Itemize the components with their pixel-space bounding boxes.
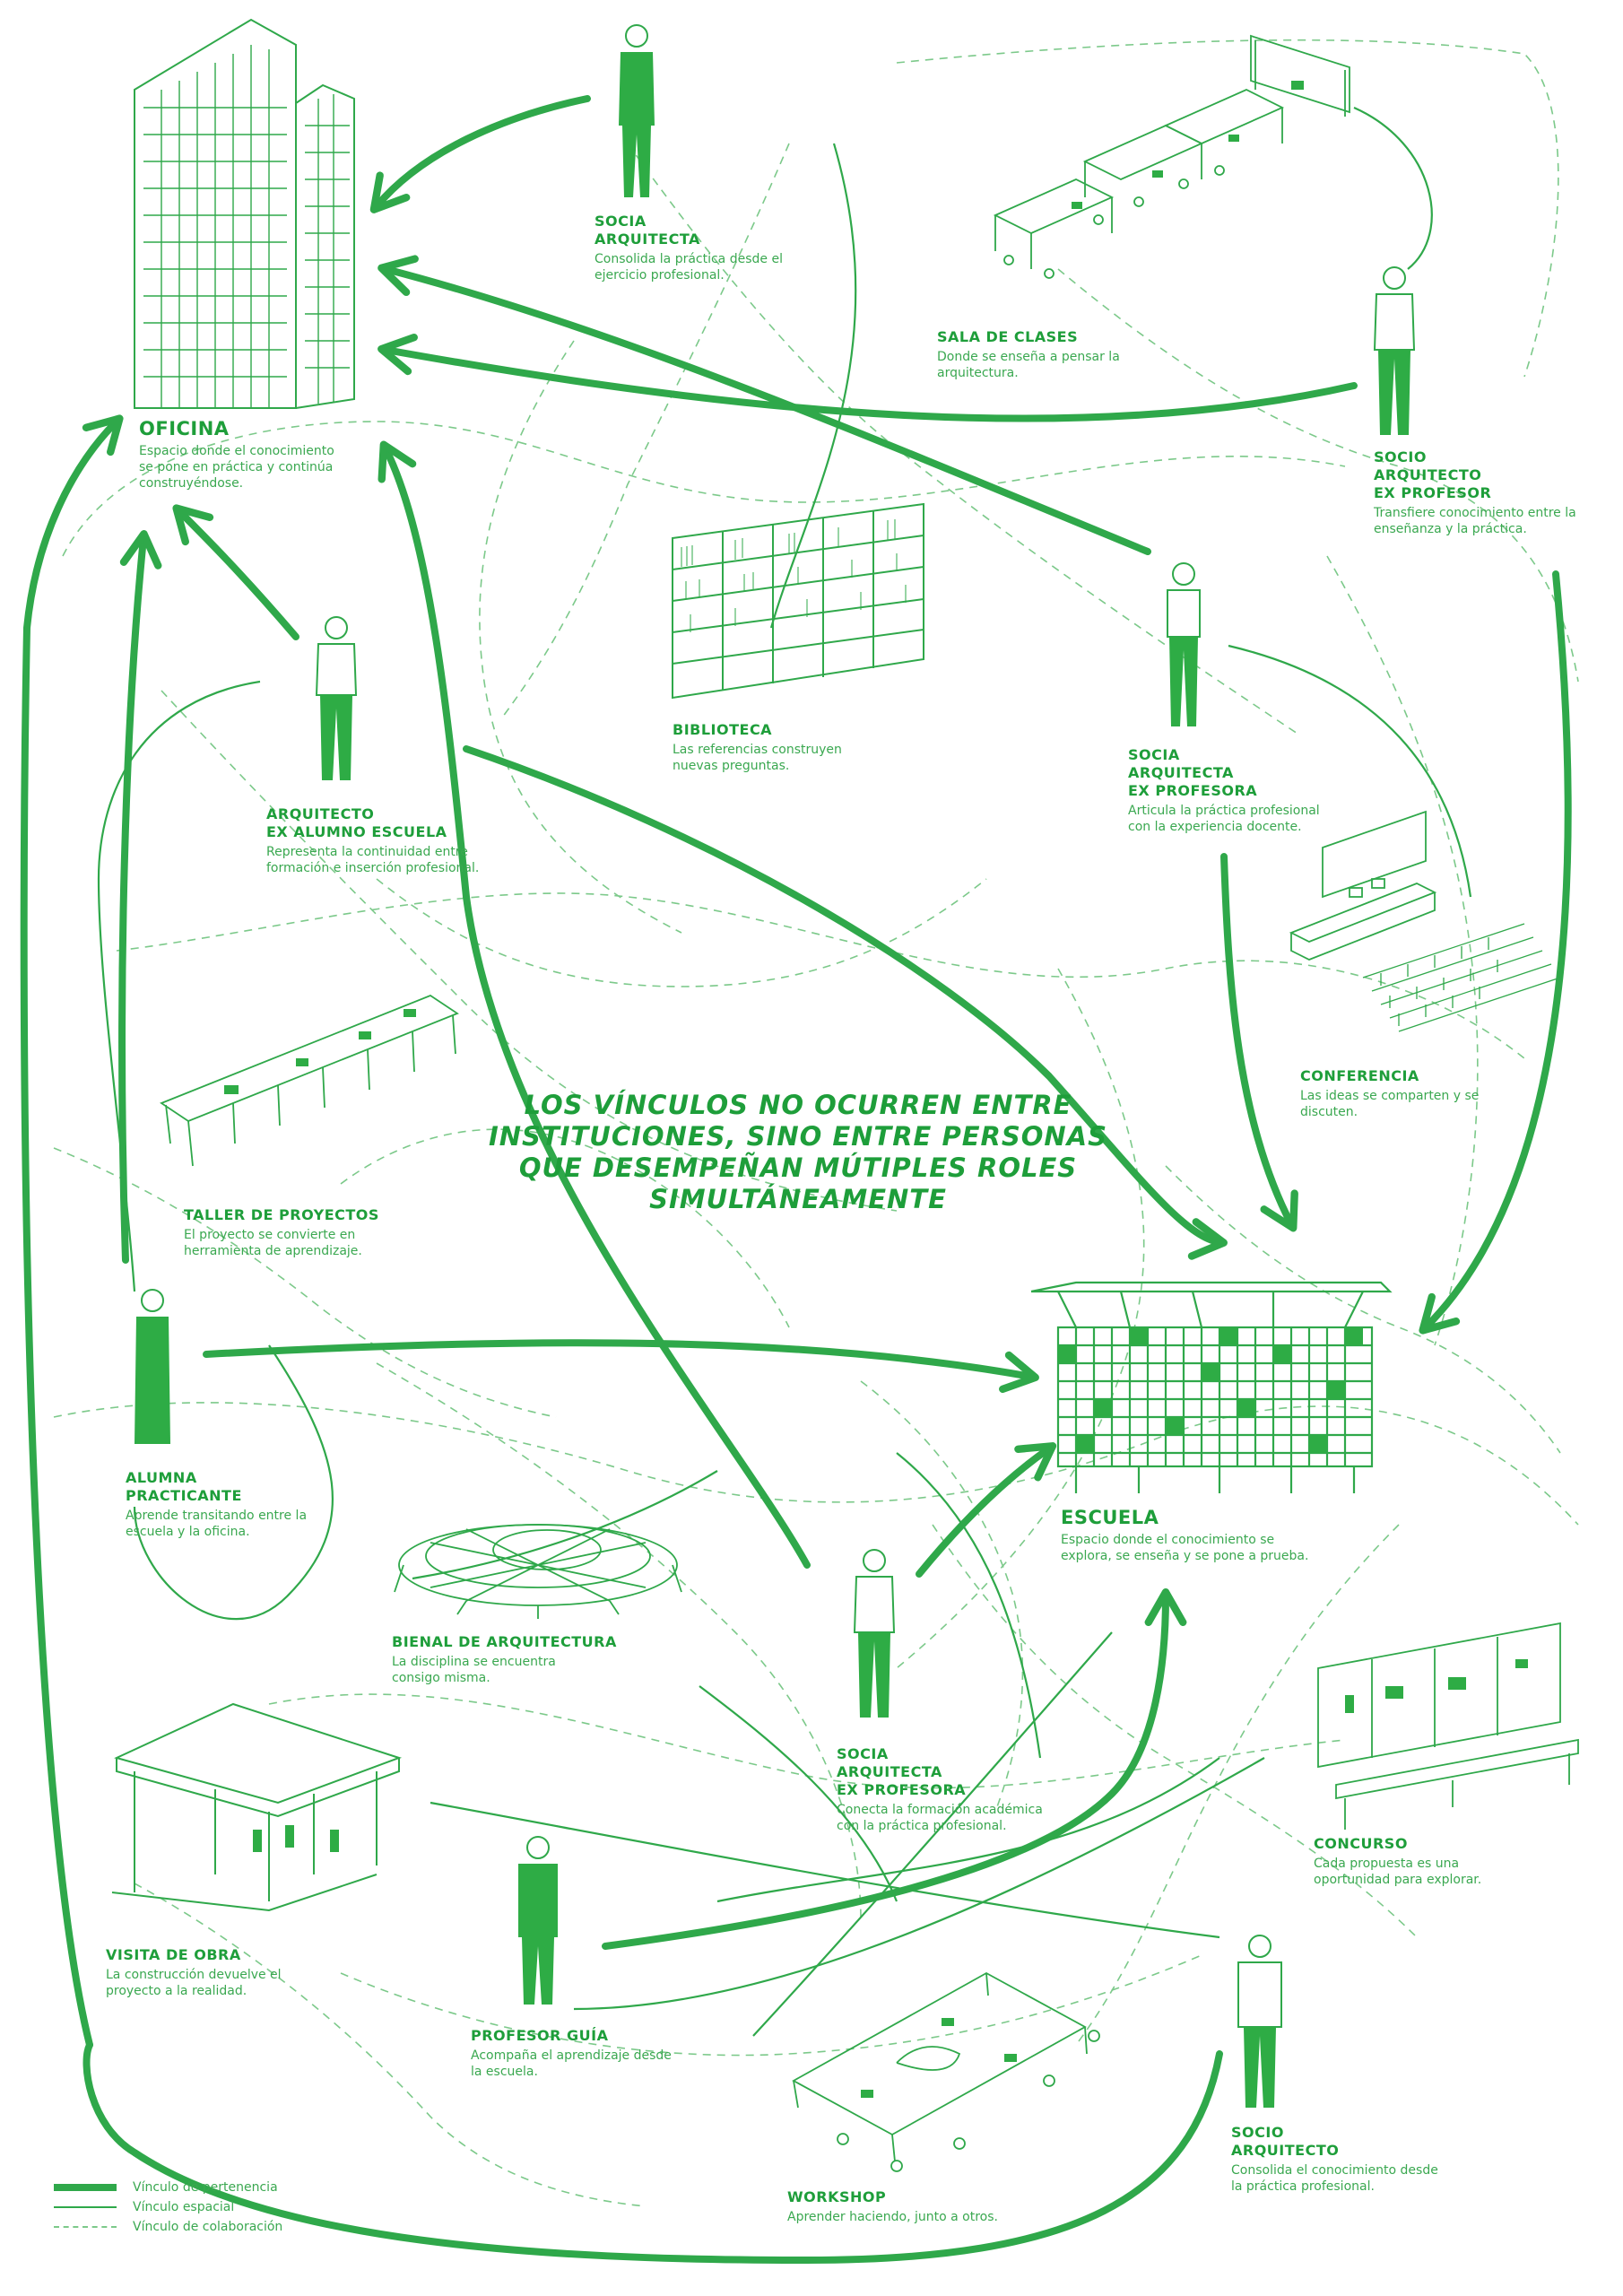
person-profesor-guia-figure <box>518 1836 558 2005</box>
socia-ex-profesora-2-title: SOCIA ARQUITECTA EX PROFESORA <box>837 1745 967 1798</box>
profesor-guia-title: PROFESOR GUÍA <box>471 2027 609 2044</box>
taller-de-proyectos-desc: El proyecto se convierte en herramienta … <box>184 1228 362 1258</box>
biennial-pavilion-illustration <box>394 1524 682 1619</box>
central-headline: LOS VÍNCULOS NO OCURREN ENTRE INSTITUCIO… <box>489 1090 1107 1214</box>
profesor-guia-desc: Acompaña el aprendizaje desde la escuela… <box>471 2048 672 2079</box>
legend: Vínculo de pertenencia Vínculo espacial … <box>54 2178 282 2237</box>
escuela-title: ESCUELA <box>1061 1507 1159 1528</box>
socia-ex-profesora-1-desc: Articula la práctica profesional con la … <box>1128 804 1320 834</box>
escuela-desc: Espacio donde el conocimiento se explora… <box>1061 1533 1309 1563</box>
person-socia-ex-profesora-2-figure <box>853 1549 896 1718</box>
construction-site-illustration <box>111 1702 403 1912</box>
school-building-illustration <box>1030 1281 1393 1493</box>
legend-item-pertenencia: Vínculo de pertenencia <box>54 2178 282 2197</box>
library-illustration <box>672 502 924 700</box>
legend-item-espacial: Vínculo espacial <box>54 2197 282 2217</box>
socia-arquitecta-desc: Consolida la práctica desde el ejercicio… <box>595 252 783 283</box>
oficina-desc: Espacio donde el conocimiento se pone en… <box>139 444 334 491</box>
competition-illustration <box>1317 1622 1579 1830</box>
conferencia-title: CONFERENCIA <box>1300 1067 1419 1084</box>
arquitecto-ex-alumno-desc: Representa la continuidad entre formació… <box>266 845 480 875</box>
label-socio-arquitecto: SOCIO ARQUITECTO Consolida el conocimien… <box>1231 2124 1473 2195</box>
conference-illustration <box>1289 810 1561 1032</box>
sala-de-clases-desc: Donde se enseña a pensar la arquitectura… <box>937 350 1120 380</box>
concurso-desc: Cada propuesta es una oportunidad para e… <box>1314 1857 1482 1887</box>
label-sala-de-clases: SALA DE CLASES Donde se enseña a pensar … <box>937 328 1170 381</box>
label-concurso: CONCURSO Cada propuesta es una oportunid… <box>1314 1835 1547 1888</box>
legend-label: Vínculo de pertenencia <box>133 2180 278 2195</box>
label-socia-arquitecta: SOCIA ARQUITECTA Consolida la práctica d… <box>595 213 828 283</box>
person-arquitecto-ex-alumno-figure <box>315 616 358 780</box>
label-alumna-practicante: ALUMNA PRACTICANTE Aprende transitando e… <box>126 1469 359 1540</box>
socio-ex-profesor-desc: Transfiere conocimiento entre la enseñan… <box>1374 506 1576 536</box>
belonging-links <box>20 95 1572 2265</box>
legend-thick-line <box>54 2184 117 2191</box>
bienal-desc: La disciplina se encuentra consigo misma… <box>392 1655 556 1685</box>
label-socio-ex-profesor: SOCIO ARQUITECTO EX PROFESOR Transfiere … <box>1374 448 1616 537</box>
taller-de-proyectos-title: TALLER DE PROYECTOS <box>184 1206 379 1223</box>
office-building-illustration <box>134 18 355 409</box>
biblioteca-desc: Las referencias construyen nuevas pregun… <box>673 743 842 773</box>
legend-item-colaboracion: Vínculo de colaboración <box>54 2217 282 2237</box>
legend-label: Vínculo espacial <box>133 2200 235 2214</box>
concurso-title: CONCURSO <box>1314 1835 1408 1852</box>
label-taller-de-proyectos: TALLER DE PROYECTOS El proyecto se convi… <box>184 1206 417 1259</box>
workshop-table-illustration <box>160 994 459 1167</box>
spatial-links <box>97 106 1472 2037</box>
label-conferencia: CONFERENCIA Las ideas se comparten y se … <box>1300 1067 1533 1120</box>
arquitecto-ex-alumno-title: ARQUITECTO EX ALUMNO ESCUELA <box>266 805 447 840</box>
label-workshop: WORKSHOP Aprender haciendo, junto a otro… <box>787 2188 1056 2225</box>
label-oficina: OFICINA Espacio donde el conocimiento se… <box>139 418 408 491</box>
label-visita-de-obra: VISITA DE OBRA La construcción devuelve … <box>106 1946 339 1999</box>
person-socio-ex-profesor-figure <box>1373 266 1416 435</box>
bienal-title: BIENAL DE ARQUITECTURA <box>392 1633 617 1650</box>
socio-arquitecto-desc: Consolida el conocimiento desde la práct… <box>1231 2163 1438 2194</box>
biblioteca-title: BIBLIOTECA <box>673 721 773 738</box>
oficina-title: OFICINA <box>139 418 230 439</box>
visita-de-obra-desc: La construcción devuelve el proyecto a l… <box>106 1968 282 1998</box>
person-socia-arquitecta-figure <box>619 24 655 197</box>
visita-de-obra-title: VISITA DE OBRA <box>106 1946 241 1963</box>
legend-dashed-line <box>54 2226 117 2228</box>
label-socia-ex-profesora-2: SOCIA ARQUITECTA EX PROFESORA Conecta la… <box>837 1745 1088 1834</box>
classroom-illustration <box>993 34 1350 279</box>
workshop-illustration <box>792 1971 1100 2172</box>
alumna-practicante-title: ALUMNA PRACTICANTE <box>126 1469 242 1504</box>
label-arquitecto-ex-alumno: ARQUITECTO EX ALUMNO ESCUELA Representa … <box>266 805 535 876</box>
person-socio-arquitecto-figure <box>1237 1935 1282 2108</box>
label-profesor-guia: PROFESOR GUÍA Acompaña el aprendizaje de… <box>471 2027 704 2080</box>
legend-label: Vínculo de colaboración <box>133 2220 283 2234</box>
conferencia-desc: Las ideas se comparten y se discuten. <box>1300 1089 1480 1119</box>
label-biblioteca: BIBLIOTECA Las referencias construyen nu… <box>673 721 906 774</box>
socio-ex-profesor-title: SOCIO ARQUITECTO EX PROFESOR <box>1374 448 1492 501</box>
person-alumna-practicante-figure <box>135 1289 170 1444</box>
label-socia-ex-profesora-1: SOCIA ARQUITECTA EX PROFESORA Articula l… <box>1128 746 1370 835</box>
workshop-desc: Aprender haciendo, junto a otros. <box>787 2210 998 2224</box>
socia-ex-profesora-1-title: SOCIA ARQUITECTA EX PROFESORA <box>1128 746 1258 799</box>
workshop-title: WORKSHOP <box>787 2188 887 2205</box>
label-bienal: BIENAL DE ARQUITECTURA La disciplina se … <box>392 1633 643 1686</box>
socio-arquitecto-title: SOCIO ARQUITECTO <box>1231 2124 1340 2159</box>
person-socia-ex-profesora-1-figure <box>1167 562 1201 726</box>
alumna-practicante-desc: Aprende transitando entre la escuela y l… <box>126 1509 308 1539</box>
label-escuela: ESCUELA Espacio donde el conocimiento se… <box>1061 1507 1384 1564</box>
sala-de-clases-title: SALA DE CLASES <box>937 328 1079 345</box>
socia-arquitecta-title: SOCIA ARQUITECTA <box>595 213 700 248</box>
socia-ex-profesora-2-desc: Conecta la formación académica con la pr… <box>837 1803 1043 1833</box>
legend-thin-line <box>54 2206 117 2208</box>
